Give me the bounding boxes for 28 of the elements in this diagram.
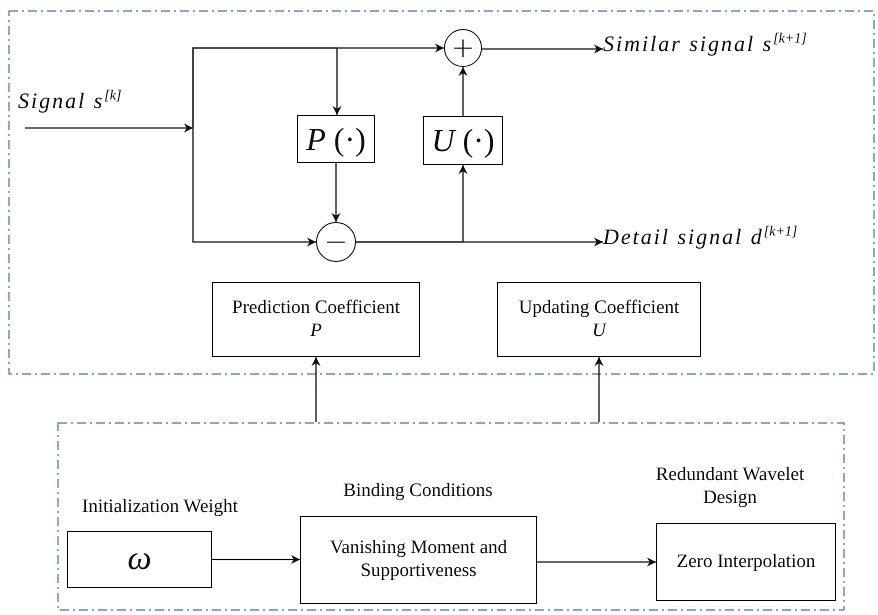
arrow <box>312 357 320 422</box>
process-box: Prediction Coefficient P <box>212 282 420 357</box>
arrow <box>594 357 604 422</box>
process-box: Vanishing Moment and Supportiveness <box>300 516 537 604</box>
signal-label: Signal s$^{[k]}$ <box>18 88 188 128</box>
arrow <box>458 67 468 116</box>
summing-junction: − <box>316 222 356 262</box>
arrow <box>192 128 316 246</box>
summing-junction: + <box>444 29 482 67</box>
dashed-panel <box>57 422 845 611</box>
block-caption: Redundant Wavelet Design <box>654 464 806 510</box>
block-caption: Binding Conditions <box>342 480 494 503</box>
arrow <box>482 44 603 54</box>
process-box: Updating Coefficient U <box>497 282 701 357</box>
signal-label: Detail signal d$^{[k+1]}$ <box>603 224 873 260</box>
process-box: P (·) <box>297 115 375 163</box>
dashed-panel <box>8 10 875 375</box>
process-box: ω <box>67 531 212 588</box>
arrow <box>24 124 193 132</box>
process-box: U (·) <box>423 116 503 165</box>
signal-label: Similar signal s$^{[k+1]}$ <box>603 31 873 67</box>
arrow <box>212 555 300 564</box>
arrow <box>537 558 656 566</box>
process-box: Zero Interpolation <box>656 523 836 601</box>
arrow <box>192 47 342 128</box>
arrow <box>356 238 603 246</box>
block-caption: Initialization Weight <box>81 496 239 519</box>
arrow <box>332 163 340 222</box>
